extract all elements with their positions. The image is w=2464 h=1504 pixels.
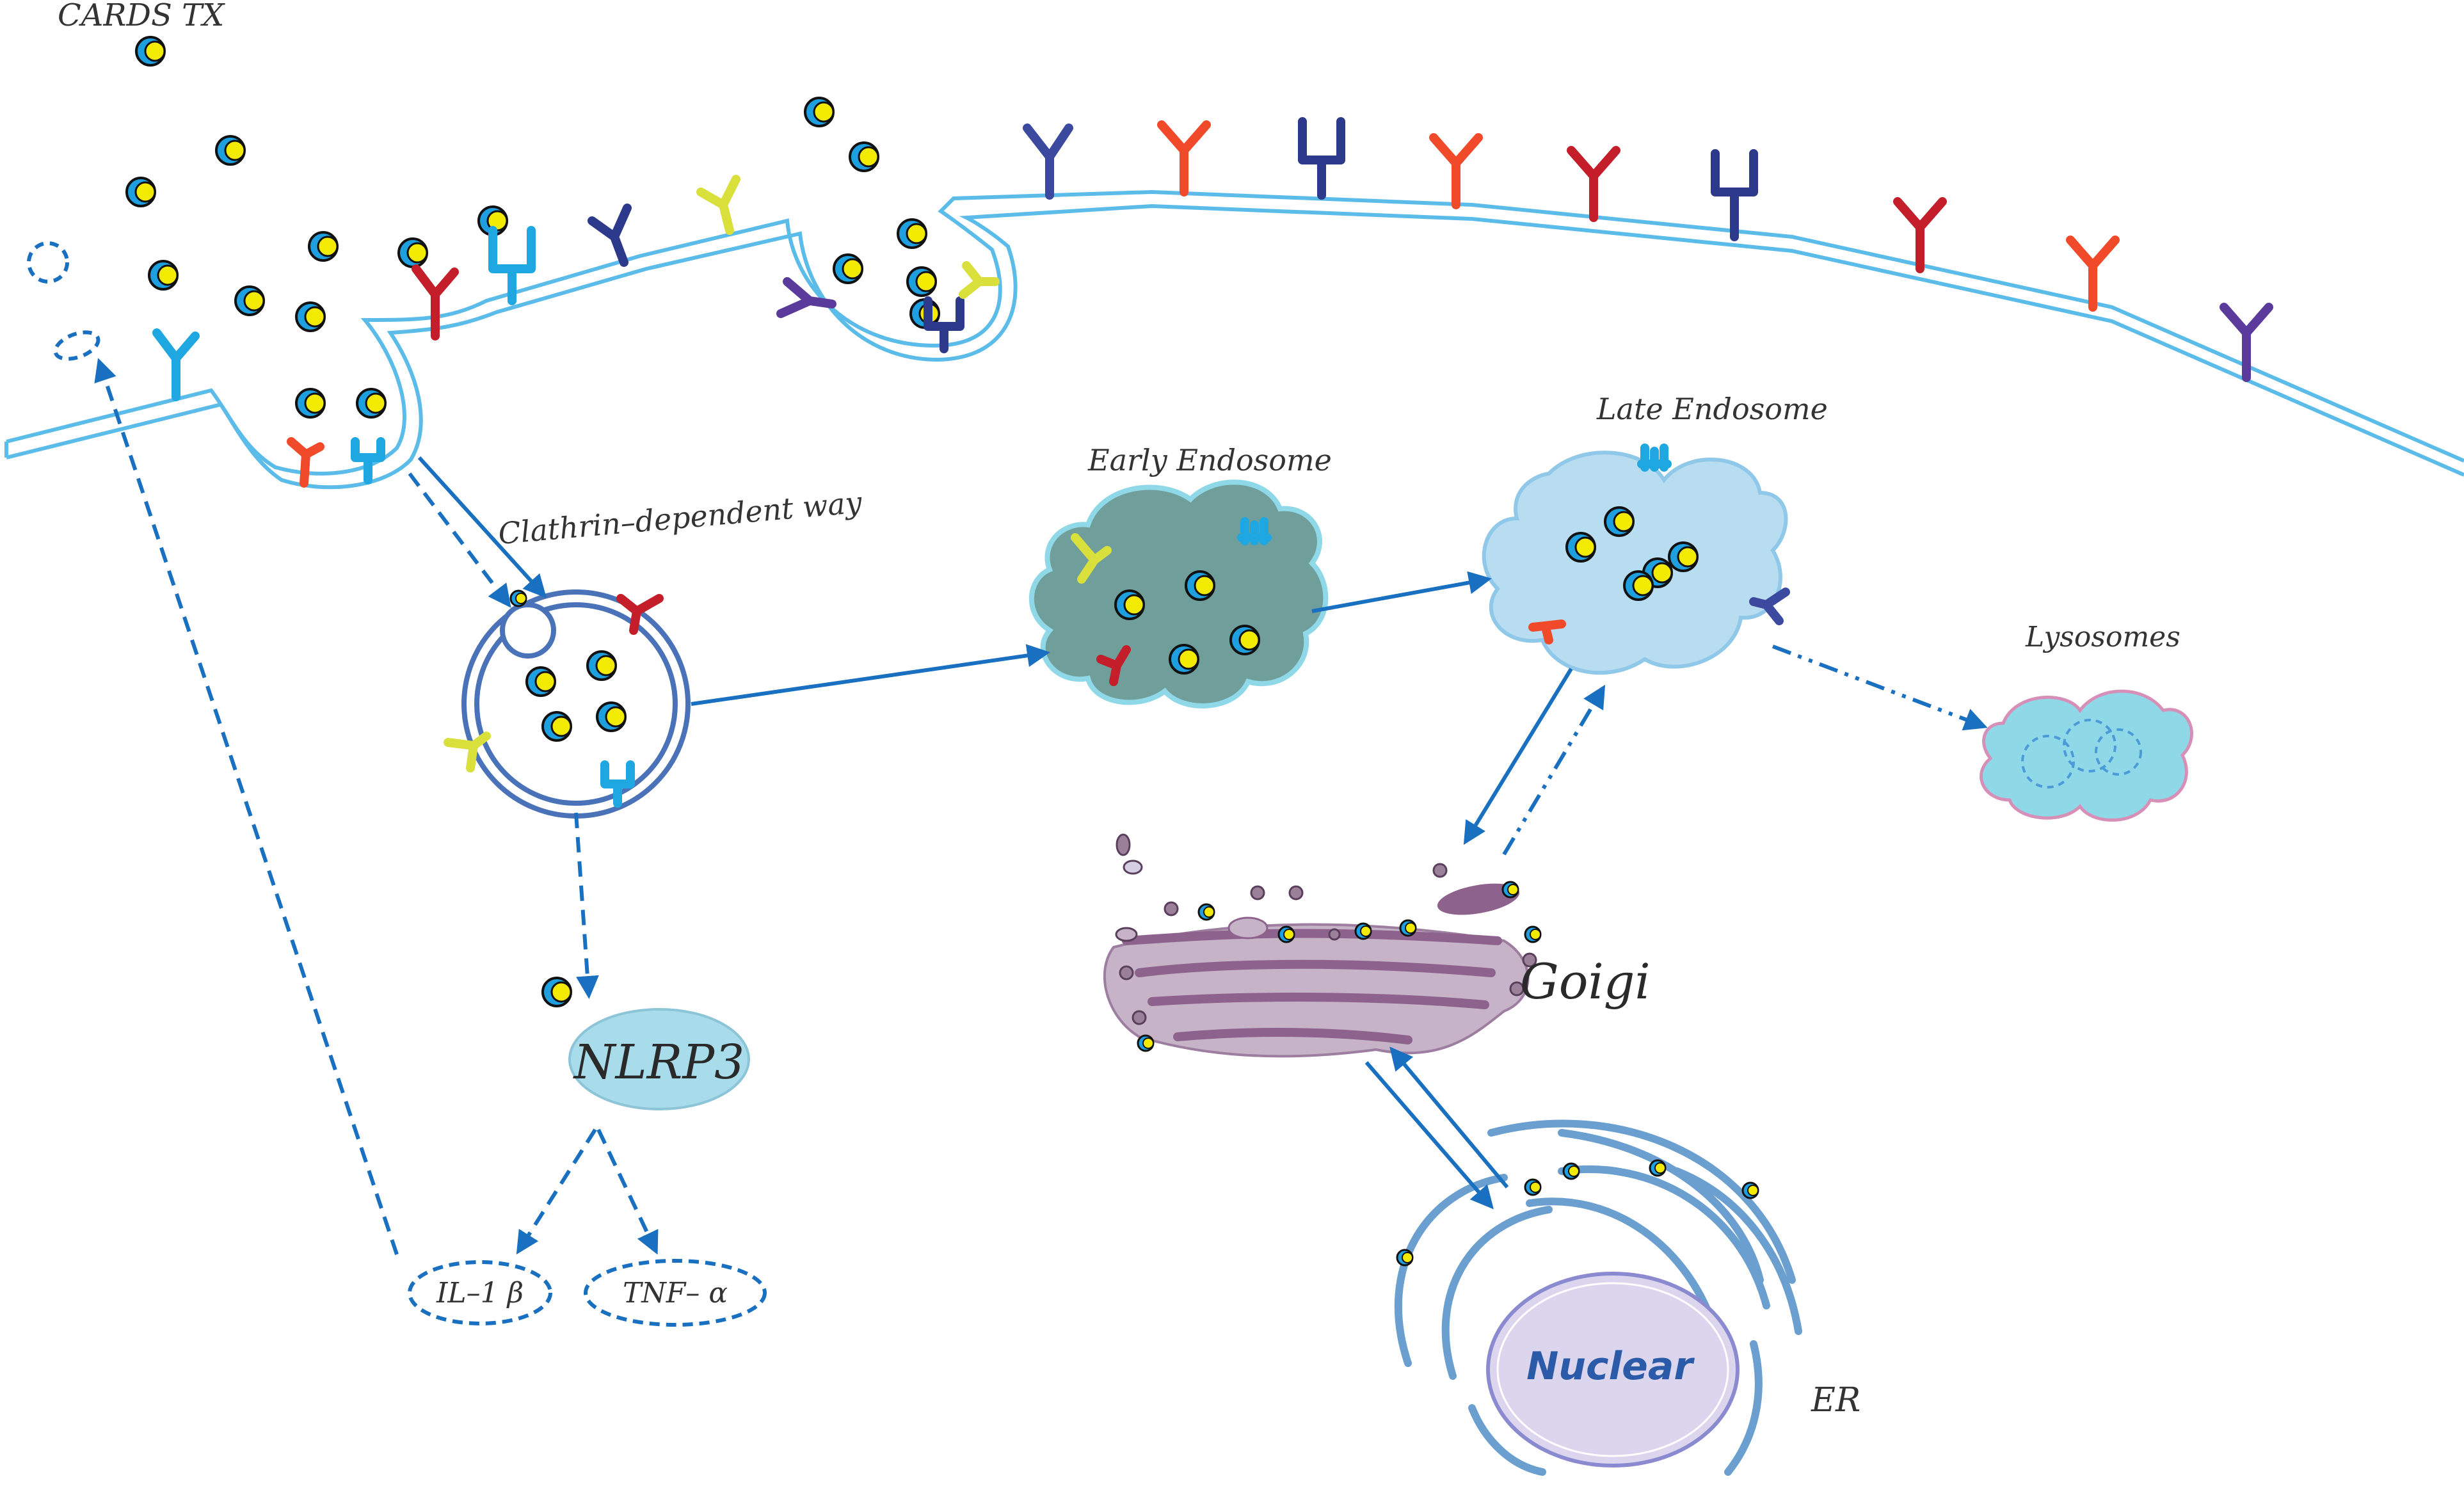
label-nlrp3: NLRP3 (573, 1035, 744, 1090)
label-golgi: Goigi (1520, 953, 1651, 1010)
arrow-vesicle-to-early (691, 644, 1050, 706)
cytokines (408, 1259, 767, 1327)
arrow-nlrp3-to-tnfa (596, 1128, 659, 1255)
arrow-il1b-to-membrane (94, 358, 399, 1255)
recycled-vesicle (27, 241, 100, 361)
label-lysosomes: Lysosomes (2025, 621, 2180, 653)
receptor-u (1298, 117, 1345, 200)
arrow-membrane-to-vesicle-dashed (408, 472, 511, 608)
label-late-endosome: Late Endosome (1596, 392, 1828, 426)
label-nuclear: Nuclear (1526, 1344, 1695, 1389)
receptor-y (1157, 120, 1211, 196)
receptor-y (152, 328, 200, 401)
label-il1b: IL–1 β (436, 1277, 524, 1309)
membrane-receptors (152, 117, 2273, 488)
flow-arrows (94, 358, 1988, 1255)
receptor-y (287, 437, 324, 488)
nlrp3-complex (541, 977, 750, 1110)
receptor-y (588, 204, 632, 267)
arrow-late-to-lysosome (1772, 644, 1988, 731)
label-er: ER (1811, 1381, 1860, 1420)
arrow-vesicle-to-nlrp3 (574, 812, 599, 999)
label-early-endosome: Early Endosome (1087, 443, 1332, 477)
label-clathrin-way: Clathrin–dependent way (497, 484, 863, 551)
receptor-y (1893, 197, 1947, 273)
receptor-u (351, 437, 385, 484)
lysosomes (1980, 689, 2193, 822)
cell-membrane (4, 189, 2464, 490)
receptor-y (1023, 124, 1073, 200)
label-cards-tx: CARDS TX (58, 0, 225, 33)
receptor-y (1429, 133, 1483, 209)
golgi-apparatus (1103, 833, 1542, 1058)
arrow-nlrp3-to-il1b (516, 1128, 597, 1255)
receptor-y (959, 261, 1000, 299)
receptor-y (696, 175, 740, 235)
arrow-early-to-late (1311, 571, 1492, 613)
arrow-golgi-to-late (1502, 684, 1606, 856)
arrow-er-to-golgi (1389, 1046, 1509, 1188)
arrow-late-to-golgi (1463, 668, 1573, 845)
receptor-u (924, 296, 964, 353)
receptor-u (488, 226, 536, 305)
nucleus-er (1394, 1119, 1802, 1476)
receptor-u (1711, 149, 1758, 241)
receptor-y (412, 264, 459, 340)
label-tnfa: TNF– α (623, 1277, 728, 1309)
arrow-golgi-to-er (1364, 1061, 1494, 1210)
receptor-y (2066, 236, 2120, 312)
late-endosome (1482, 444, 1790, 675)
receptor-y (2220, 303, 2273, 382)
clathrin-vesicle (444, 589, 691, 819)
arrow-membrane-to-vesicle (417, 456, 547, 598)
receptor-y (776, 277, 836, 318)
early-endosome (1028, 479, 1329, 708)
receptor-y (1567, 146, 1620, 222)
